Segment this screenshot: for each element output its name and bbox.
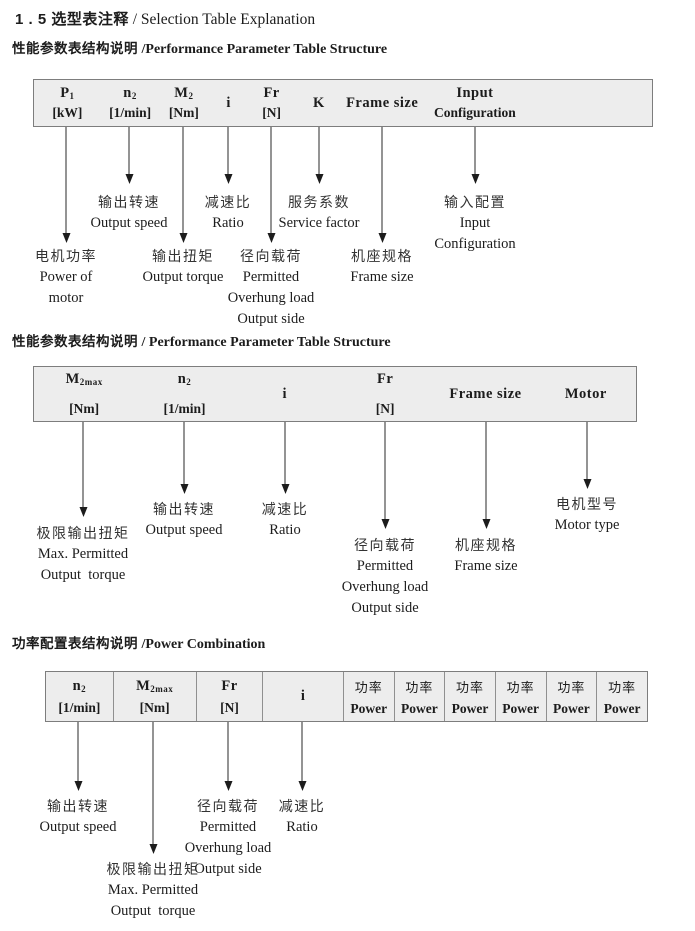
down-arrow-motor: [583, 422, 592, 489]
power-combination-table: n2 [1/min] M2max [Nm] Fr [N] i 功率 Power …: [45, 671, 648, 722]
down-arrow-m2max: [79, 422, 88, 517]
col-header: P1: [60, 85, 75, 101]
col-header: Motor: [564, 385, 607, 402]
table1-col-p1: P1 [kW]: [52, 85, 83, 120]
col-header: i: [282, 385, 288, 402]
section1-heading-zh: 性能参数表结构说明: [12, 41, 138, 56]
col-header: n2: [72, 677, 87, 694]
col-header: Fr: [377, 371, 394, 387]
page-title-zh: 1 . 5 选型表注释: [15, 11, 129, 28]
section1-heading: 性能参数表结构说明 /Performance Parameter Table S…: [12, 37, 387, 58]
down-arrow-fr: [381, 422, 390, 529]
callout-output-torque: 输出扭矩 Output torque: [142, 248, 224, 285]
page-title-en: / Selection Table Explanation: [132, 11, 316, 28]
table2-col-frame-size: Frame size: [435, 367, 535, 421]
down-arrow-frame-size: [378, 127, 387, 243]
col-header: Frame size: [346, 94, 419, 111]
callout-input-configuration: 输入配置 Input Configuration: [434, 194, 516, 252]
table3-col-power-5: 功率 Power: [545, 672, 597, 721]
table1-col-i: i: [208, 80, 249, 126]
table1-col-input-configuration: Input Configuration: [434, 85, 516, 120]
col-header: K: [312, 94, 325, 111]
table1-col-fr: Fr [N]: [262, 85, 281, 120]
down-arrow-i: [224, 127, 233, 184]
down-arrow-p1: [62, 127, 71, 243]
performance-parameter-table-2: M2max [Nm] n2 [1/min] i Fr [N] Frame siz…: [33, 366, 637, 422]
table3-col-n2: n2 [1/min]: [58, 677, 101, 715]
table1-spacer: [529, 80, 652, 126]
table2-col-i: i: [235, 367, 335, 421]
section2-heading-zh: 性能参数表结构说明: [12, 334, 138, 349]
table1-col-m2: M2 [Nm]: [168, 85, 199, 120]
callout-motor-type: 电机型号 Motor type: [554, 496, 620, 533]
section3-heading-en: /Power Combination: [141, 637, 266, 652]
section2-heading-en: / Performance Parameter Table Structure: [141, 335, 391, 350]
table3-col-i: i: [262, 672, 343, 721]
section3-heading: 功率配置表结构说明 /Power Combination: [12, 632, 265, 653]
table2-col-motor: Motor: [536, 367, 636, 421]
down-arrow-i: [298, 722, 307, 791]
table1-col-frame-size: Frame size: [344, 80, 421, 126]
callout-frame-size: 机座规格 Frame size: [350, 248, 414, 285]
down-arrow-m2: [179, 127, 188, 243]
performance-parameter-table-1: P1 [kW] n2 [1/min] M2 [Nm] i Fr [N] K Fr…: [33, 79, 653, 127]
table1-col-k: K: [294, 80, 343, 126]
callout-ratio: 减速比 Ratio: [261, 501, 309, 538]
col-header: i: [300, 688, 306, 704]
table2-col-fr: Fr [N]: [375, 371, 395, 416]
table3-col-power-1: 功率 Power: [342, 672, 394, 721]
col-header: M2max: [136, 677, 174, 694]
down-arrow-m2max: [149, 722, 158, 854]
down-arrow-input-configuration: [471, 127, 480, 184]
table1-col-n2: n2 [1/min]: [109, 85, 152, 120]
callout-service-factor: 服务系数 Service factor: [278, 194, 360, 231]
down-arrow-frame-size: [482, 422, 491, 529]
section3-heading-zh: 功率配置表结构说明: [12, 636, 138, 651]
down-arrow-n2: [74, 722, 83, 791]
col-header: Fr: [263, 85, 280, 101]
callout-frame-size: 机座规格 Frame size: [454, 537, 518, 574]
col-header: Input: [456, 85, 494, 101]
col-header: Frame size: [449, 385, 522, 402]
callout-max-permitted-output-torque: 极限输出扭矩 Max. Permitted Output torque: [36, 525, 130, 583]
table3-col-power-6: 功率 Power: [596, 672, 647, 721]
col-header: n2: [177, 371, 192, 387]
page-title: 1 . 5 选型表注释 / Selection Table Explanatio…: [15, 8, 315, 29]
table3-col-power-2: 功率 Power: [393, 672, 445, 721]
section2-heading: 性能参数表结构说明 / Performance Parameter Table …: [12, 330, 391, 351]
down-arrow-n2: [125, 127, 134, 184]
callout-output-speed: 输出转速 Output speed: [39, 798, 117, 835]
callout-output-speed: 输出转速 Output speed: [90, 194, 168, 231]
down-arrow-fr: [224, 722, 233, 791]
table3-col-power-4: 功率 Power: [494, 672, 546, 721]
section1-heading-en: /Performance Parameter Table Structure: [141, 42, 388, 57]
callout-max-permitted-output-torque: 极限输出扭矩 Max. Permitted Output torque: [106, 861, 200, 919]
callout-ratio: 减速比 Ratio: [278, 798, 326, 835]
table2-col-n2: n2 [1/min]: [163, 371, 206, 416]
callout-output-speed: 输出转速 Output speed: [145, 501, 223, 538]
col-header: M2max: [65, 371, 103, 387]
col-header: Fr: [221, 677, 238, 694]
down-arrow-fr: [267, 127, 276, 243]
col-header: M2: [174, 85, 194, 101]
callout-overhung-load: 径向载荷 Permitted Overhung load Output side: [227, 248, 315, 327]
callout-ratio: 减速比 Ratio: [204, 194, 252, 231]
table3-col-m2max: M2max [Nm]: [112, 672, 196, 721]
callout-overhung-load: 径向载荷 Permitted Overhung load Output side: [341, 537, 429, 616]
down-arrow-i: [281, 422, 290, 494]
table3-col-power-3: 功率 Power: [444, 672, 495, 721]
table2-col-m2max: M2max [Nm]: [65, 371, 103, 416]
callout-power-of-motor: 电机功率 Power of motor: [35, 248, 97, 306]
col-header: n2: [123, 85, 137, 101]
table3-col-fr: Fr [N]: [195, 672, 263, 721]
callout-overhung-load: 径向载荷 Permitted Overhung load Output side: [184, 798, 272, 877]
col-header: i: [226, 94, 231, 111]
down-arrow-k: [315, 127, 324, 184]
down-arrow-n2: [180, 422, 189, 494]
